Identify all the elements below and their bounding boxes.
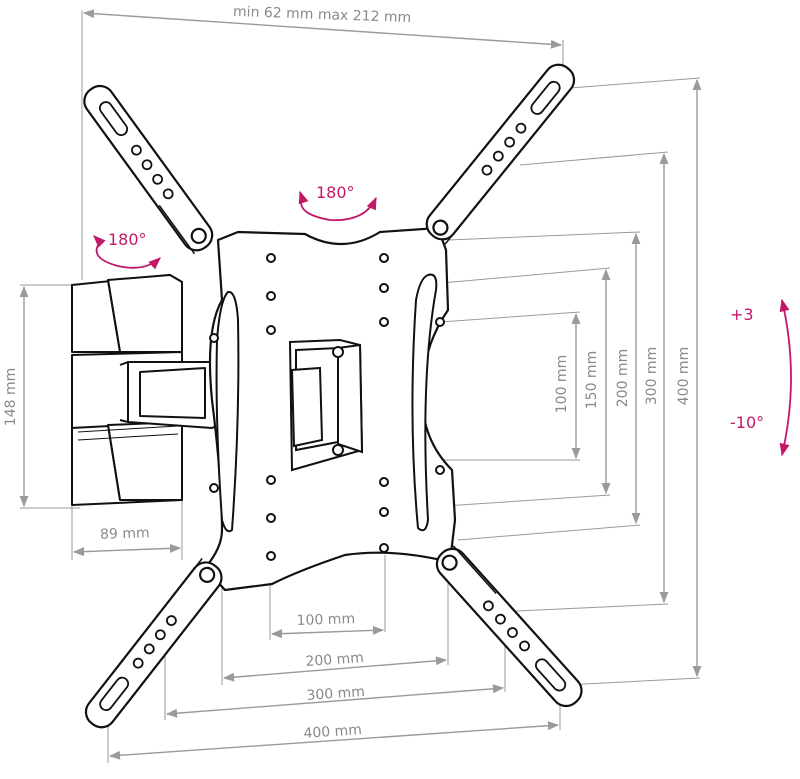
plate-width-arrow	[72, 543, 182, 557]
v100-label: 100 mm	[554, 355, 570, 413]
h200-label: 200 mm	[305, 650, 364, 670]
h400-arrow	[108, 721, 560, 760]
tilt-indicator: +3 -10°	[730, 298, 792, 457]
arm-bottom-left	[84, 557, 223, 729]
h100-label: 100 mm	[296, 611, 355, 629]
tilt-down-label: -10°	[730, 413, 764, 432]
v300-label: 300 mm	[644, 347, 660, 405]
arm-top-right	[425, 63, 576, 245]
swivel-wall-indicator: 180°	[93, 230, 161, 270]
left-slot	[215, 290, 240, 533]
v400-label: 400 mm	[676, 347, 692, 405]
h300-label: 300 mm	[306, 684, 365, 704]
v150-label: 150 mm	[584, 351, 600, 409]
dimension-arrows	[19, 9, 702, 760]
plate-width-label: 89 mm	[100, 525, 150, 543]
v200-label: 200 mm	[615, 349, 631, 407]
arm-top-left	[83, 84, 214, 255]
swivel-center-indicator: 180°	[298, 183, 377, 221]
plate-height-label: 148 mm	[3, 368, 19, 426]
h100-arrow	[270, 625, 385, 639]
depth-arrow	[82, 9, 563, 49]
mount-holes	[209, 253, 445, 561]
swivel-center-label: 180°	[316, 183, 355, 202]
h400-label: 400 mm	[303, 722, 362, 742]
h300-arrow	[165, 684, 505, 718]
center-plate	[203, 226, 457, 592]
h200-arrow	[222, 656, 448, 682]
arm-bottom-right	[435, 545, 583, 708]
right-slot	[411, 273, 438, 532]
depth-range-label: min 62 mm max 212 mm	[233, 4, 412, 26]
tilt-block	[288, 338, 364, 472]
extension-lines	[20, 10, 701, 763]
tilt-up-label: +3	[730, 305, 754, 324]
swing-arm	[119, 361, 229, 429]
swivel-wall-label: 180°	[108, 230, 147, 249]
